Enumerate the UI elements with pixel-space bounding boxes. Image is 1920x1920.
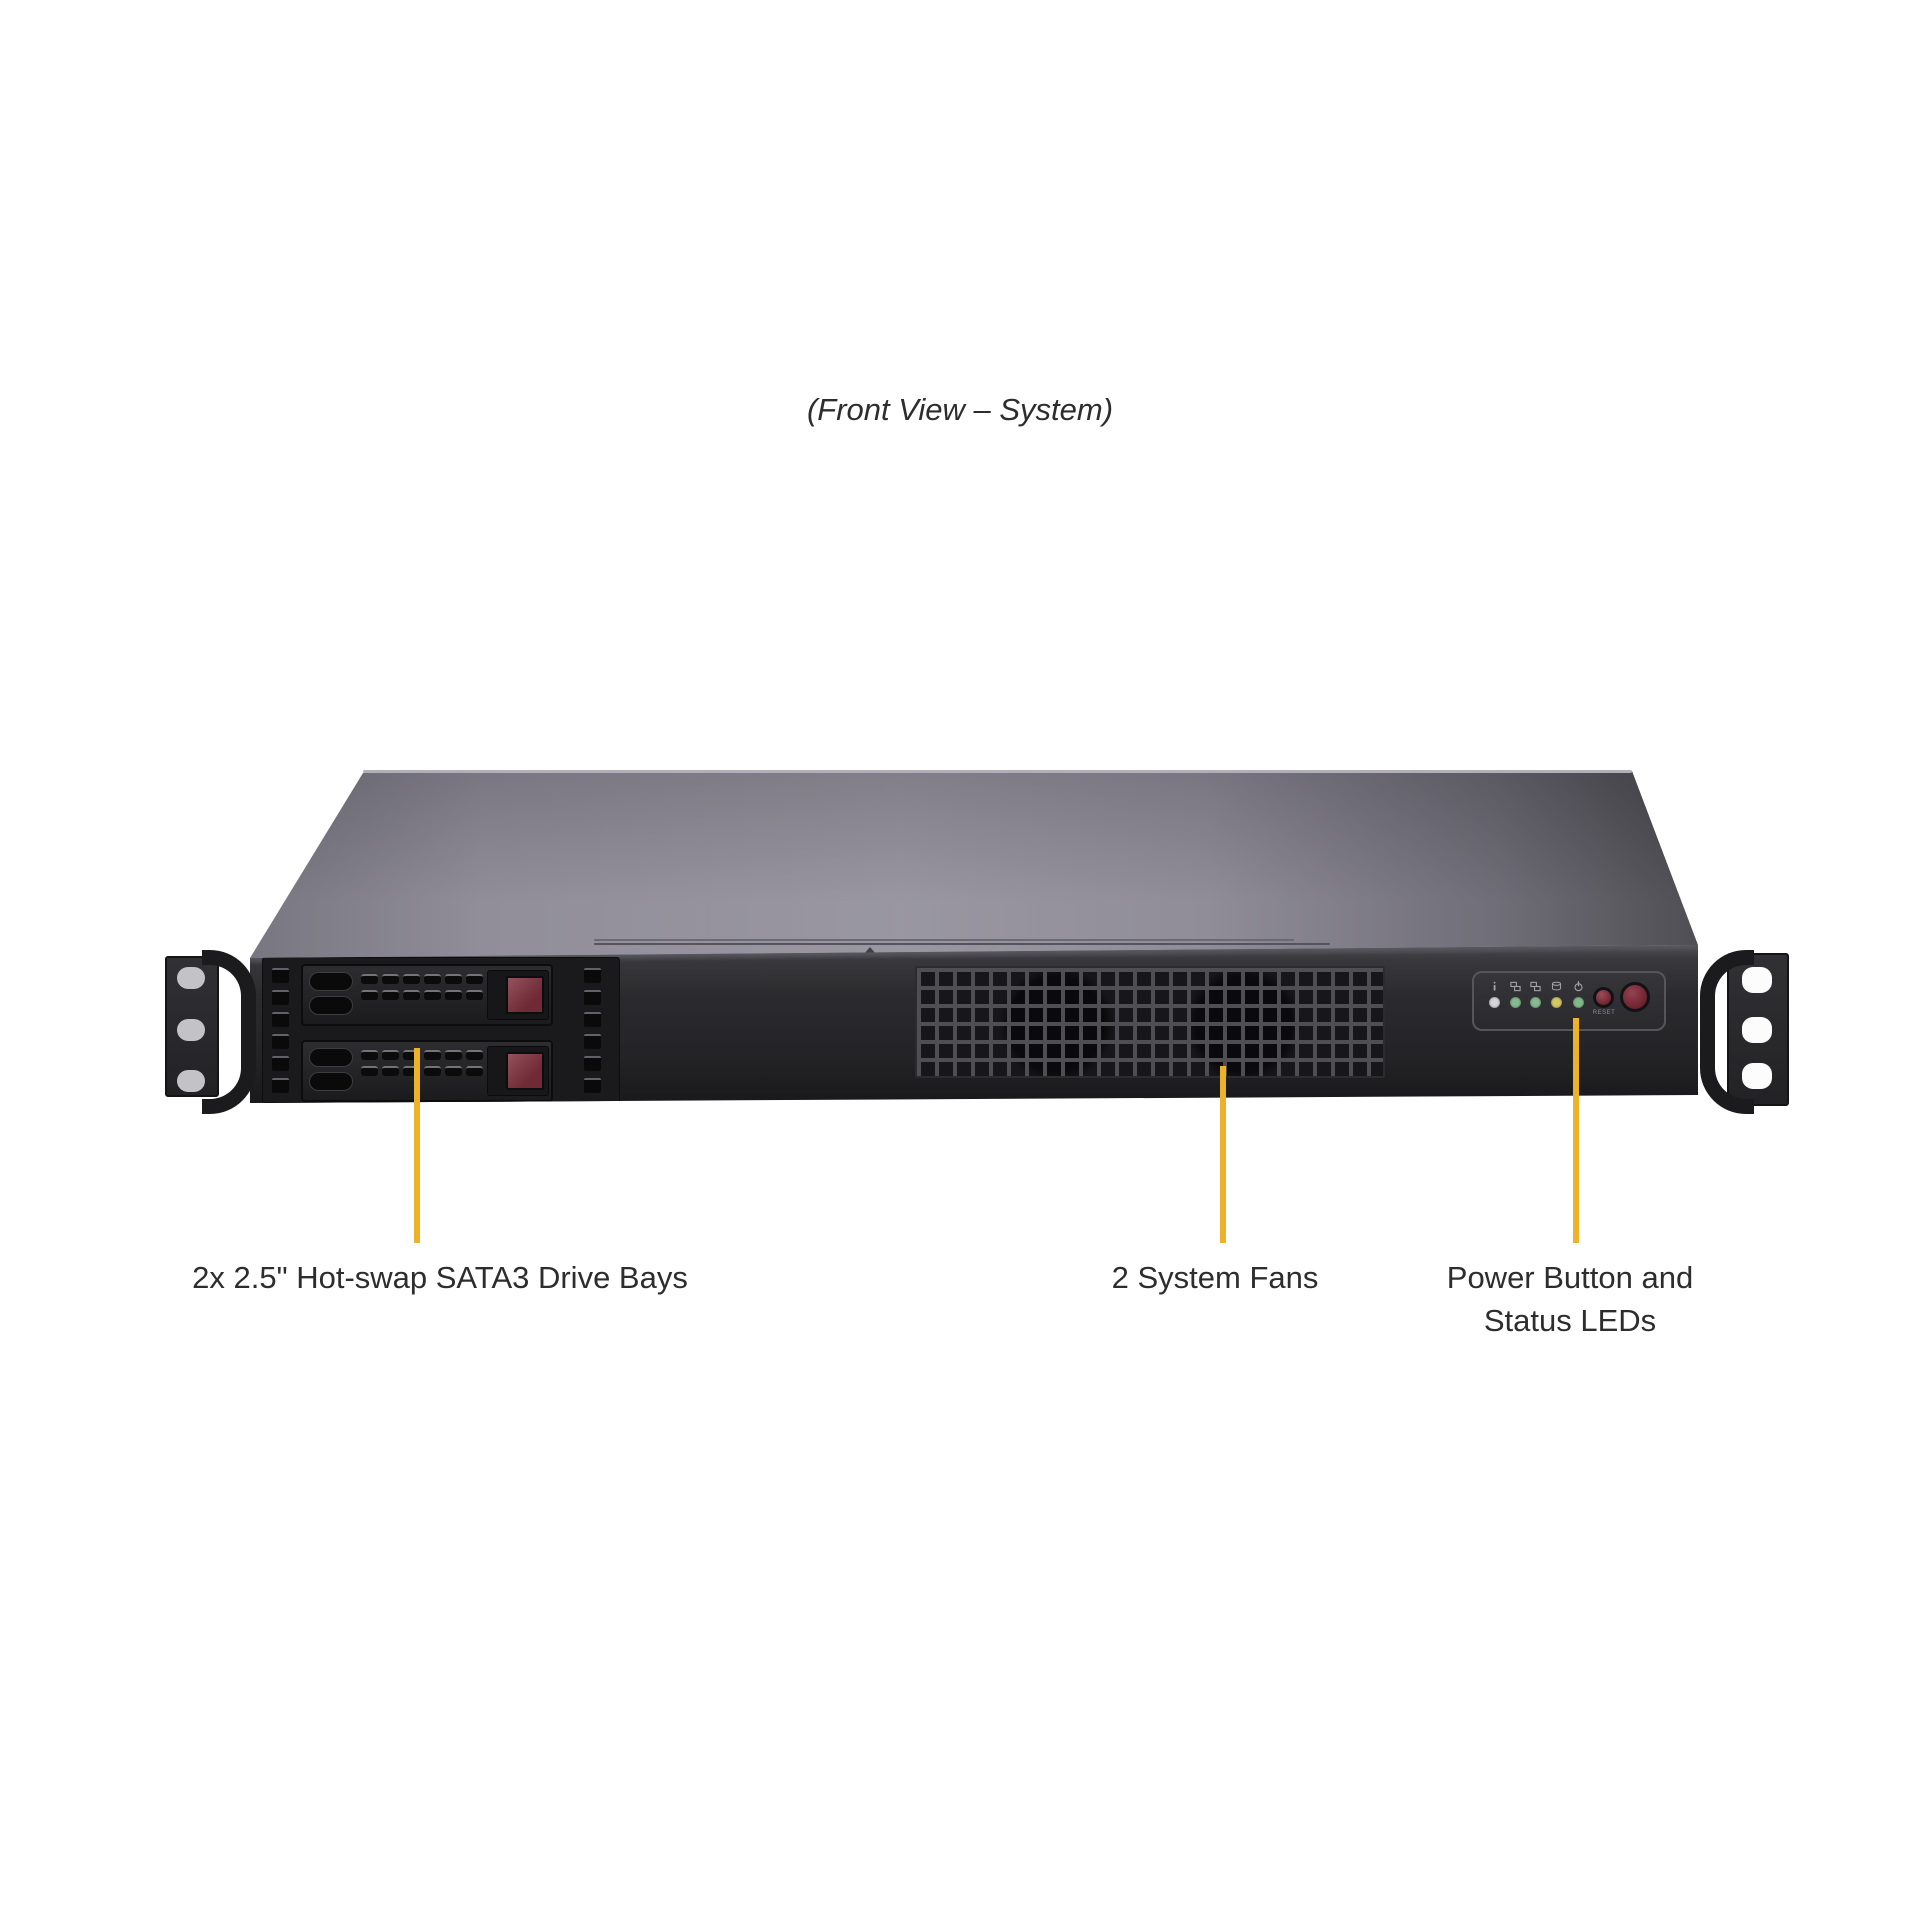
bay-vent-column-right [584, 968, 601, 1093]
reset-button [1593, 987, 1614, 1008]
power-button [1620, 982, 1650, 1012]
callout-line-drive-bays [414, 1048, 420, 1243]
power-led [1572, 997, 1584, 1008]
callout-label-power-status: Power Button and Status LEDs [1415, 1256, 1725, 1342]
mounting-hole [177, 1070, 205, 1092]
callout-line-power-status [1573, 1018, 1579, 1243]
callout-label-power-status-line2: Status LEDs [1483, 1303, 1657, 1338]
reset-button-label: RESET [1592, 1010, 1616, 1016]
chassis-handle-right [1700, 950, 1754, 1114]
tray-vent-cluster [445, 974, 483, 1016]
nic1-led [1529, 997, 1541, 1008]
callout-label-system-fans: 2 System Fans [1111, 1260, 1319, 1295]
chassis-handle-left [202, 950, 256, 1114]
power-icon [1573, 981, 1583, 992]
power-led-unit [1571, 981, 1585, 1008]
mounting-hole [177, 1019, 205, 1041]
figure-caption: (Front View – System) [806, 392, 1114, 427]
mounting-hole [177, 967, 205, 989]
callout-line-system-fans [1220, 1066, 1226, 1243]
callout-label-power-status-line1: Power Button and [1446, 1260, 1694, 1295]
info-icon [1493, 981, 1496, 991]
drive-tray-1 [301, 964, 553, 1026]
tray-vent-cluster [361, 1050, 399, 1092]
tray-vent-cluster [403, 1050, 441, 1092]
nic1-led-unit [1528, 981, 1542, 1008]
nic2-led [1509, 997, 1521, 1008]
front-control-panel: RESET [1472, 971, 1666, 1031]
drive-tray-release-latch [506, 976, 544, 1014]
bay-vent-column-left [272, 968, 289, 1093]
drive-bay-area [262, 957, 620, 1103]
tray-grille [307, 971, 357, 1019]
network-icon [1509, 981, 1521, 992]
tray-latch-frame [487, 970, 549, 1020]
nic2-led-unit [1508, 981, 1522, 1008]
info-led [1488, 997, 1500, 1008]
hdd-icon [1551, 981, 1561, 991]
mounting-hole [1742, 1017, 1772, 1043]
tray-vent-cluster [361, 974, 399, 1016]
chassis-lid-groove [594, 943, 1330, 945]
chassis-lid-groove [594, 939, 1294, 941]
chassis-top-panel [250, 771, 1698, 958]
drive-tray-release-latch [506, 1052, 544, 1090]
lid-triangle-mark [864, 947, 876, 954]
fan-vent-grille [915, 966, 1385, 1078]
tray-latch-frame [487, 1046, 549, 1096]
hdd-led [1550, 997, 1562, 1008]
chassis-top-back-edge [363, 770, 1632, 773]
hdd-led-unit [1549, 981, 1563, 1008]
info-led-unit [1487, 981, 1501, 1008]
callout-label-drive-bays: 2x 2.5" Hot-swap SATA3 Drive Bays [192, 1260, 688, 1295]
chassis-front-panel: RESET [250, 945, 1698, 1103]
drive-tray-2 [301, 1040, 553, 1102]
tray-vent-cluster [403, 974, 441, 1016]
tray-grille [307, 1047, 357, 1095]
network-icon [1529, 981, 1541, 992]
tray-vent-cluster [445, 1050, 483, 1092]
